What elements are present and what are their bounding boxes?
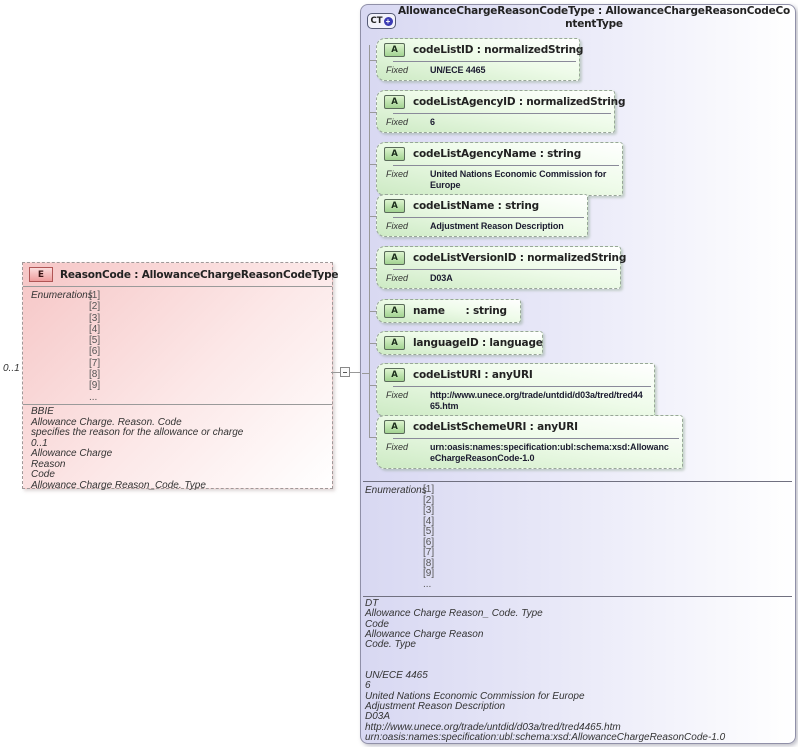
fixed-label: Fixed <box>386 442 409 452</box>
element-title: ReasonCode : AllowanceChargeReasonCodeTy… <box>60 268 339 281</box>
attribute-icon: A <box>384 251 405 265</box>
fixed-label: Fixed <box>386 273 409 283</box>
divider <box>393 269 617 270</box>
attribute-box-codelistagencyid[interactable]: A codeListAgencyID : normalizedString Fi… <box>369 90 625 133</box>
element-box-reasoncode[interactable]: E ReasonCode : AllowanceChargeReasonCode… <box>22 262 339 490</box>
fixed-label: Fixed <box>386 117 409 127</box>
fixed-value: 6 <box>430 117 435 127</box>
attribute-box-languageid[interactable]: A languageID : language <box>369 331 543 355</box>
element-annotation: BBIE Allowance Charge. Reason. Code spec… <box>31 406 244 491</box>
attribute-box-name[interactable]: A name : string <box>369 299 521 323</box>
complex-type-enumerations: Enumerations [1] [2] [3] [4] [5] [6] [7]… <box>365 484 435 590</box>
attribute-name: languageID : language <box>413 337 543 349</box>
fixed-value: urn:oasis:names:specification:ubl:schema… <box>430 442 669 463</box>
enumerations-values: [1] [2] [3] [4] [5] [6] [7] [8] [9] ... <box>423 484 435 590</box>
fixed-label: Fixed <box>386 221 409 231</box>
attribute-name: codeListName : string <box>413 200 539 212</box>
attribute-box-codelistid[interactable]: A codeListID : normalizedString Fixed UN… <box>369 38 584 81</box>
attribute-name: name : string <box>413 305 507 317</box>
complex-type-box[interactable]: CT + AllowanceChargeReasonCodeType : All… <box>360 4 796 744</box>
attribute-icon: A <box>384 43 405 57</box>
complex-type-annotation: DT Allowance Charge Reason_ Code. Type C… <box>365 598 726 743</box>
attribute-icon: A <box>384 368 405 382</box>
fixed-label: Fixed <box>386 390 409 400</box>
divider <box>393 61 576 62</box>
attribute-box-codelistschemeuri[interactable]: A codeListSchemeURI : anyURI Fixed urn:o… <box>369 415 683 469</box>
section-divider <box>363 596 792 597</box>
fixed-value: D03A <box>430 273 453 283</box>
attribute-name: codeListSchemeURI : anyURI <box>413 421 578 433</box>
complex-type-title: AllowanceChargeReasonCodeType : Allowanc… <box>397 5 791 30</box>
attribute-box-codelistversionid[interactable]: A codeListVersionID : normalizedString F… <box>369 246 626 289</box>
divider <box>393 165 619 166</box>
enumerations-values: [1] [2] [3] [4] [5] [6] [7] [8] [9] ... <box>89 290 101 403</box>
attribute-icon: A <box>384 304 405 318</box>
divider <box>393 386 651 387</box>
divider <box>23 404 332 405</box>
divider <box>393 113 611 114</box>
attribute-icon: A <box>384 199 405 213</box>
cardinality-label: 0..1 <box>3 363 20 374</box>
attribute-icon: A <box>384 147 405 161</box>
attribute-icon: A <box>384 95 405 109</box>
attribute-icon: A <box>384 420 405 434</box>
element-icon: E <box>29 267 53 282</box>
element-enumerations: Enumerations [1] [2] [3] [4] [5] [6] [7]… <box>23 287 332 403</box>
complex-type-icon-label: CT <box>370 16 383 26</box>
complex-type-icon: CT + <box>367 13 396 29</box>
fixed-label: Fixed <box>386 65 409 75</box>
attribute-box-codelistagencyname[interactable]: A codeListAgencyName : string Fixed Unit… <box>369 142 623 196</box>
attribute-box-codelisturi[interactable]: A codeListURI : anyURI Fixed http://www.… <box>369 363 655 417</box>
enumerations-label: Enumerations <box>365 485 427 496</box>
attribute-box-codelistname[interactable]: A codeListName : string Fixed Adjustment… <box>369 194 588 237</box>
connector-line <box>362 373 370 374</box>
divider <box>393 438 679 439</box>
enumerations-label: Enumerations <box>31 290 93 301</box>
collapse-toggle-icon[interactable] <box>340 367 350 377</box>
fixed-label: Fixed <box>386 169 409 179</box>
attribute-name: codeListVersionID : normalizedString <box>413 252 627 264</box>
connector-line <box>331 372 341 373</box>
expand-icon[interactable]: + <box>383 16 393 26</box>
tree-connector-line <box>369 45 370 437</box>
fixed-value: United Nations Economic Commission for E… <box>430 169 607 190</box>
fixed-value: http://www.unece.org/trade/untdid/d03a/t… <box>430 390 643 411</box>
connector-line <box>350 372 360 373</box>
attribute-name: codeListURI : anyURI <box>413 369 533 381</box>
attribute-name: codeListAgencyName : string <box>413 148 582 160</box>
attribute-icon: A <box>384 336 405 350</box>
fixed-value: Adjustment Reason Description <box>430 221 564 231</box>
fixed-value: UN/ECE 4465 <box>430 65 486 75</box>
element-header: E ReasonCode : AllowanceChargeReasonCode… <box>23 263 339 287</box>
attribute-name: codeListID : normalizedString <box>413 44 584 56</box>
attribute-name: codeListAgencyID : normalizedString <box>413 96 626 108</box>
divider <box>393 217 584 218</box>
section-divider <box>363 481 792 482</box>
